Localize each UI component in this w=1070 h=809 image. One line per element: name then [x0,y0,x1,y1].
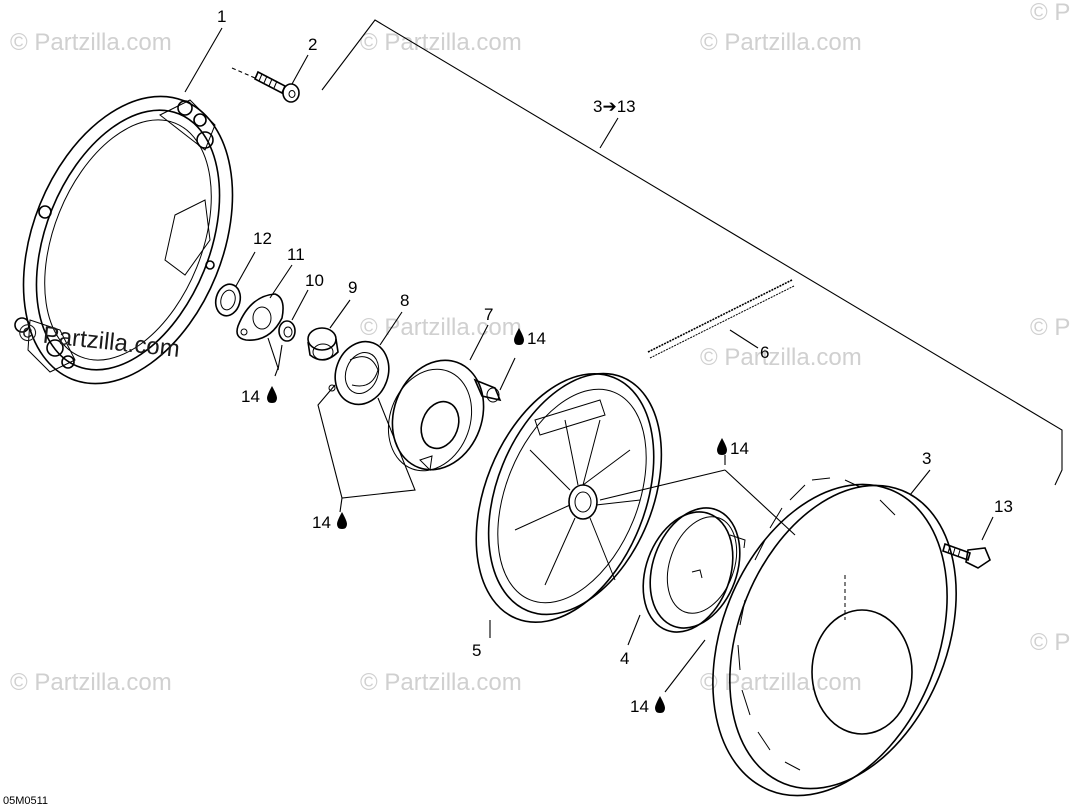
callout-11: 11 [287,245,305,264]
diagram-code: 05M0511 [3,795,48,807]
callout-9: 9 [348,278,357,297]
part-11-plate [236,293,284,341]
callout-12: 12 [253,229,272,248]
callout-8: 8 [400,291,409,310]
callouts: 1 2 3➔13 3 13 12 11 10 9 8 7 6 5 4 [217,7,1013,668]
watermark: © Partzilla.com [10,669,172,696]
part-8-pawl [328,340,390,406]
oil-drop-icon [267,386,277,403]
watermark: © Partzilla.com [1030,0,1070,26]
callout-3: 3 [922,449,931,468]
callout-13: 13 [994,497,1013,516]
lube-callout: 14 [241,386,277,406]
lubricant-callouts: 14 14 14 14 14 [241,328,749,716]
callout-3-13: 3➔13 [593,97,636,116]
watermark: © Partzilla.com [360,29,522,56]
lube-callout: 14 [630,696,665,716]
watermark: © Partzilla.com [700,344,862,371]
watermark: © Partzilla.com [360,314,522,341]
part-13-bolt [942,542,991,569]
lube-number: 14 [630,697,649,716]
part-2-screw [231,67,300,103]
callout-4: 4 [620,649,629,668]
watermark: © Partzilla.com [700,669,862,696]
oil-drop-icon [655,696,665,713]
leader-lines [184,19,1063,693]
callout-1: 1 [217,7,226,26]
watermark: © Partzilla.com [10,29,172,56]
lube-callout: 14 [312,512,347,532]
lube-number: 14 [730,439,749,458]
callout-7: 7 [484,305,493,324]
lube-number: 14 [527,329,546,348]
part-1-housing [14,95,234,385]
lube-callout: 14 [717,438,749,458]
lube-number: 14 [241,387,260,406]
watermark-layer: © Partzilla.com © Partzilla.com © Partzi… [10,0,1070,696]
callout-6: 6 [760,343,769,362]
part-7-ratchet [387,359,502,472]
callout-5: 5 [472,641,481,660]
watermark: © Partzilla.com [700,29,862,56]
oil-drop-icon [514,328,524,345]
watermark: © Partzilla.com [360,669,522,696]
oil-drop-icon [337,512,347,529]
part-4-spring [642,507,746,633]
oil-drop-icon [717,438,727,455]
part-5-pulley [475,372,663,624]
callout-10: 10 [305,271,324,290]
callout-2: 2 [308,35,317,54]
watermark: © Partzilla.com [1030,629,1070,656]
part-12-snap-ring [214,283,242,317]
lube-number: 14 [312,513,331,532]
part-10-washer [278,320,296,342]
part-9-bushing [307,327,339,361]
part-3-cover [712,477,957,797]
lube-callout: 14 [514,328,546,348]
watermark: © Partzilla.com [1030,314,1070,341]
watermark-prominent: © Partzilla.com [17,319,181,363]
